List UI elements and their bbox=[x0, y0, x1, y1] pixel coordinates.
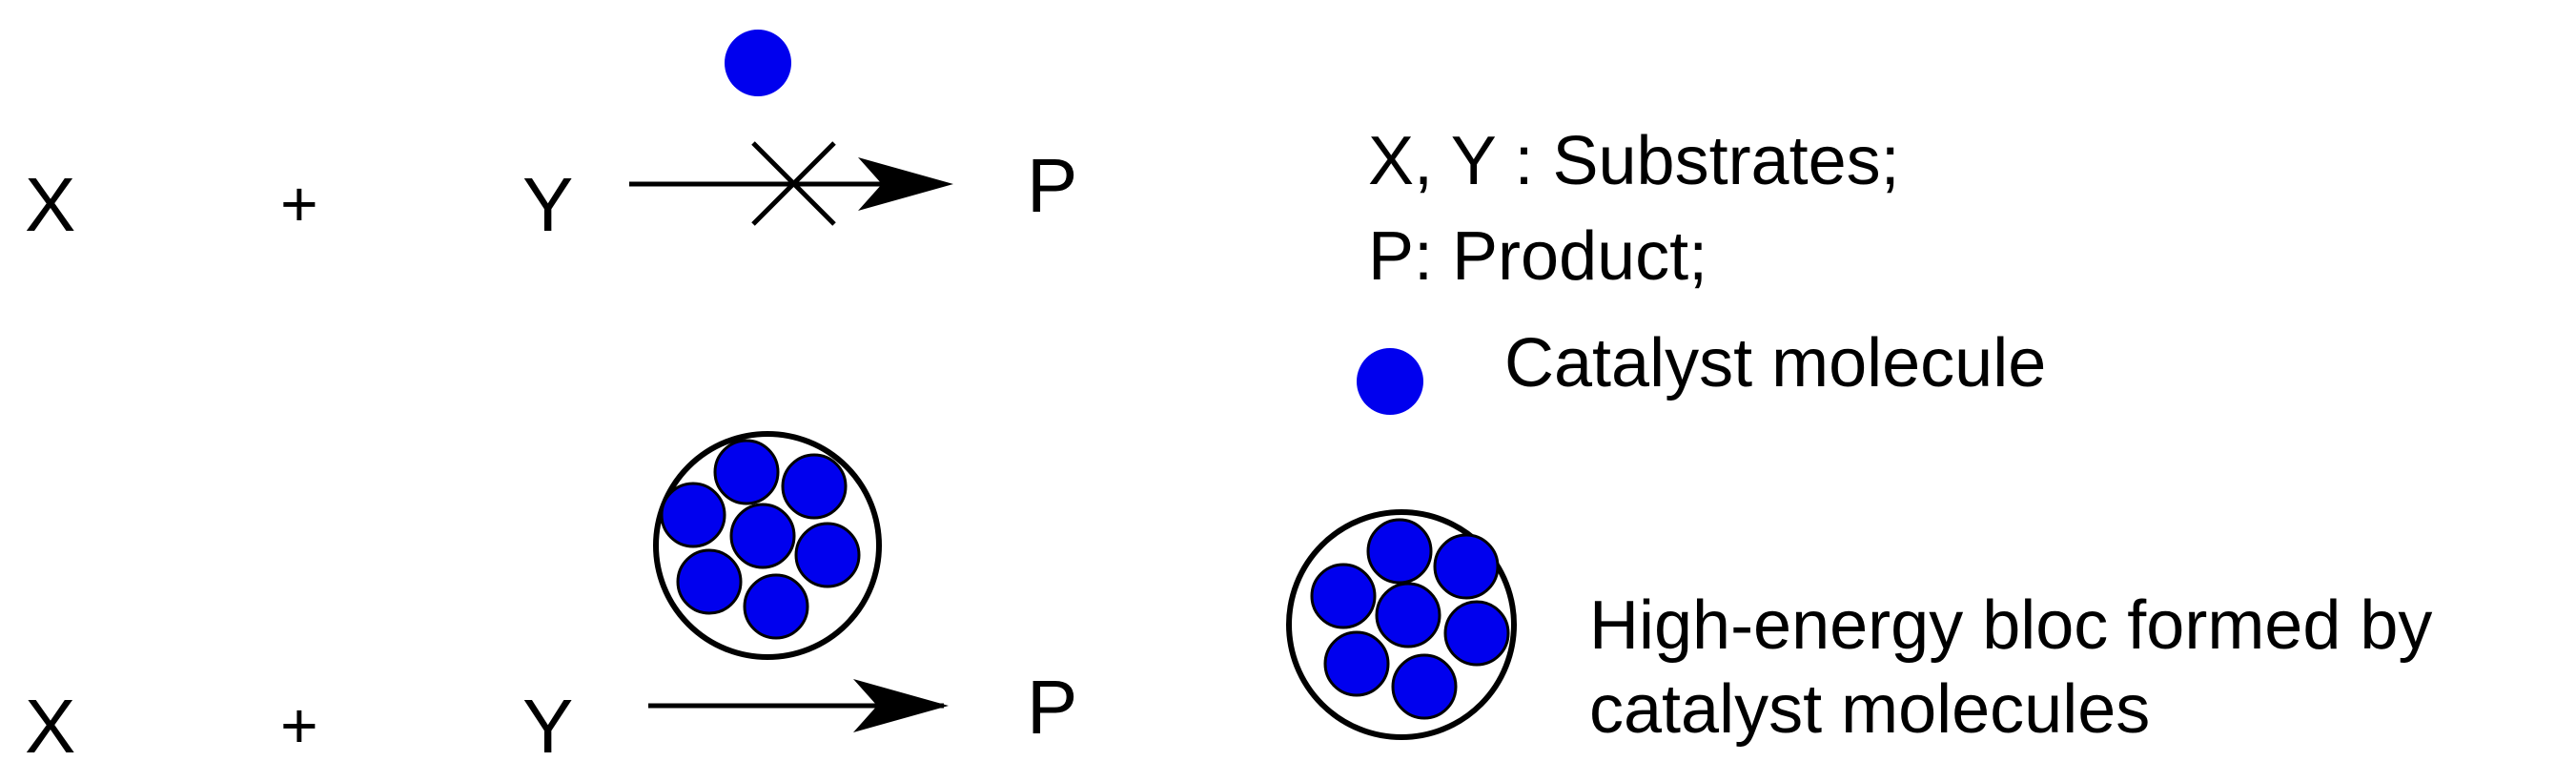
high-energy-bloc-icon bbox=[653, 431, 882, 660]
blocked-arrow bbox=[629, 141, 953, 226]
cross-mark-icon bbox=[751, 141, 836, 226]
legend-product: P: Product; bbox=[1368, 218, 1708, 295]
reaction2-reactant-y: Y bbox=[522, 684, 574, 769]
reaction1-product: P bbox=[1027, 143, 1078, 228]
reaction1-reactant-x: X bbox=[25, 162, 76, 247]
legend-bloc-line2: catalyst molecules bbox=[1589, 671, 2151, 748]
reaction2-product: P bbox=[1027, 665, 1078, 750]
reaction1-plus: + bbox=[280, 168, 318, 240]
open-arrow bbox=[648, 679, 949, 732]
legend-bloc-icon bbox=[1286, 509, 1517, 740]
legend-substrates: X, Y : Substrates; bbox=[1368, 123, 1900, 199]
reaction2-reactant-x: X bbox=[25, 684, 76, 769]
reaction2-plus: + bbox=[280, 689, 318, 762]
legend-catalyst-molecule-icon bbox=[1357, 348, 1423, 415]
single-catalyst-molecule-icon bbox=[725, 30, 791, 96]
legend-catalyst-molecule: Catalyst molecule bbox=[1504, 325, 2047, 401]
reaction1-reactant-y: Y bbox=[522, 162, 574, 247]
legend-bloc-line1: High-energy bloc formed by bbox=[1589, 587, 2433, 664]
